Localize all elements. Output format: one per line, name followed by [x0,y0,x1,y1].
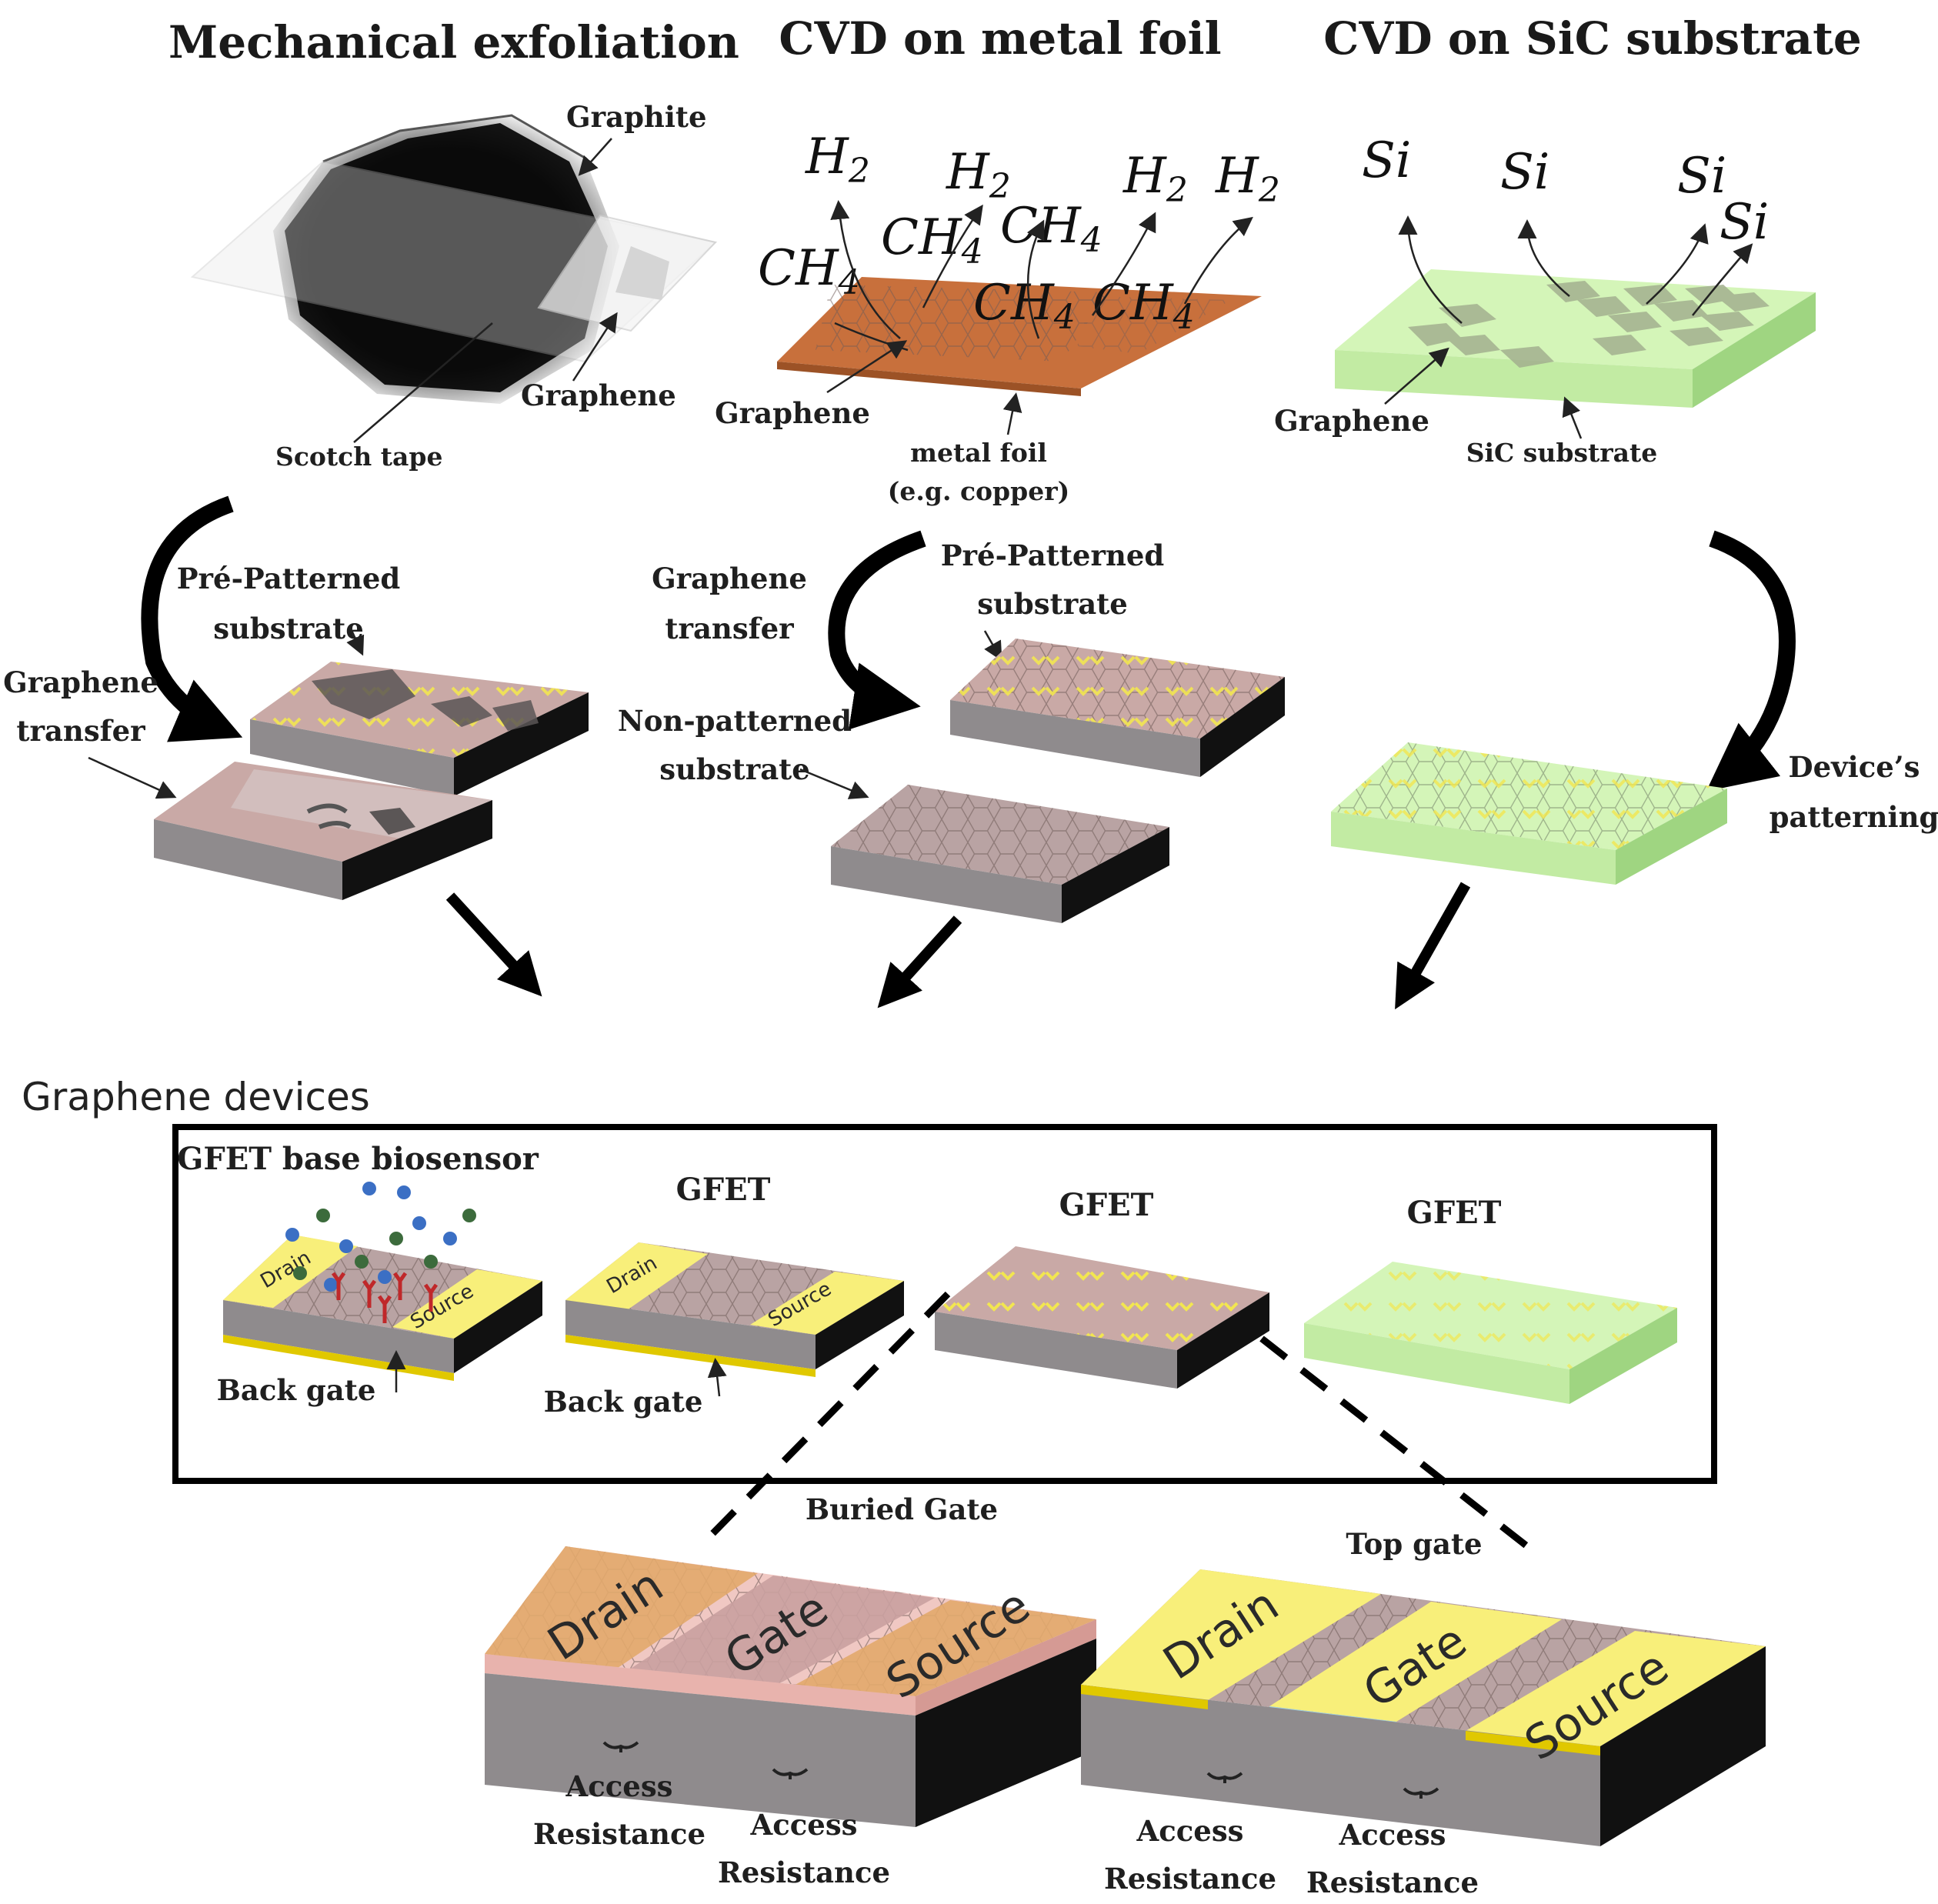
buried-access-1a: Access [565,1769,673,1803]
header-mechanical-exfoliation: Mechanical exfoliation [168,16,739,68]
pointer-scotch-tape [353,322,493,443]
detail-top-gate: Drain Gate Source [1081,1569,1766,1846]
device-gfet-sic [1304,1262,1677,1404]
gas-h2-3: H2 [1122,148,1188,210]
header-cvd-sic: CVD on SiC substrate [1323,12,1862,65]
slab-mech-base [154,762,492,900]
label-nonpatterned-1: Non-patterned [618,704,852,738]
label-back-gate-2: Back gate [544,1385,703,1419]
gas-ch4-2: CH4 [881,209,983,272]
label-patterning-1: Device’s [1789,750,1920,784]
gas-ch4-4: CH4 [973,275,1076,337]
buried-access-2b: Resistance [718,1856,890,1889]
label-prepatterned-mech-2: substrate [213,612,364,645]
label-back-gate-1: Back gate [217,1373,376,1407]
label-transfer-metal-1: Graphene [652,562,807,595]
label-nonpatterned-2: substrate [659,752,810,786]
si-label-3: Si [1677,148,1726,205]
pointer-graphite [578,138,612,176]
pointer-back-gate-2 [707,1358,727,1397]
gas-flow-curves [830,200,1253,352]
label-buried-gate: Buried Gate [806,1492,998,1526]
pointer-graphene-metal [826,340,908,394]
copper-foil [777,277,1262,396]
buried-access-1b: Resistance [533,1817,705,1851]
device-biosensor: Drain Source [223,1182,542,1381]
pointer-prepatterned-metal [983,630,1002,662]
arrow-down-mech [445,892,542,997]
label-graphene-sic: Graphene [1274,404,1429,438]
label-graphene-mech: Graphene [521,378,676,412]
device-gfet-buried [935,1246,1269,1389]
pointer-transfer-mech [88,756,177,799]
gas-ch4-1: CH4 [758,240,860,302]
label-top-gate: Top gate [1346,1527,1482,1561]
title-biosensor: GFET base biosensor [177,1141,539,1177]
scotch-tape [190,160,718,363]
label-patterning-2: patterning [1770,800,1938,834]
label-sic-substrate: SiC substrate [1466,438,1658,468]
arrow-down-metal [877,915,962,1009]
si-label-4: Si [1720,194,1769,251]
label-prepatterned-metal-2: substrate [977,587,1128,621]
pointer-metal-foil [1002,392,1022,435]
label-metal-foil-1: metal foil [910,438,1047,468]
title-gfet-3: GFET [1407,1195,1502,1231]
label-metal-foil-2: (e.g. copper) [888,476,1069,506]
title-gfet-1: GFET [676,1172,771,1208]
title-gfet-2: GFET [1059,1187,1154,1223]
label-prepatterned-metal-1: Pré-Patterned [941,539,1165,572]
pointer-sic-substrate [1562,396,1583,439]
arrow-down-sic [1395,882,1471,1010]
label-transfer-mech-2: transfer [16,714,145,748]
slab-metal-prepatterned [950,639,1285,777]
zoom-line-right [1259,1335,1529,1549]
pointer-graphene-sic [1384,347,1449,405]
label-transfer-metal-2: transfer [665,612,794,645]
pointer-nonpatterned [799,768,869,799]
label-graphite: Graphite [566,100,707,134]
top-access-2a: Access [1339,1818,1446,1852]
si-labels: Si Si Si Si [1362,132,1769,251]
slab-sic-patterned [1331,742,1727,885]
graphite-flake [273,114,619,404]
section-title-devices: Graphene devices [22,1075,370,1119]
curved-arrow-mech [141,495,243,742]
curved-arrow-metal [828,530,926,730]
buried-access-2a: Access [750,1808,858,1842]
curved-arrow-sic [1706,530,1796,792]
gas-ch4-5: CH4 [1092,275,1195,337]
slab-metal-nonpatterned [831,785,1169,923]
gas-ch4-3: CH4 [1000,198,1102,260]
top-access-1b: Resistance [1104,1862,1276,1896]
si-label-1: Si [1362,132,1411,189]
label-transfer-mech-1: Graphene [3,665,158,699]
label-graphene-metal: Graphene [715,396,870,430]
devices-box [172,1124,1717,1484]
zoom-line-left [701,1291,951,1546]
gas-h2-1: H2 [805,128,870,191]
top-access-2b: Resistance [1306,1866,1479,1899]
slab-mech-prepatterned [250,662,589,796]
top-access-1a: Access [1136,1814,1244,1848]
label-scotch-tape: Scotch tape [275,442,442,472]
pointer-prepatterned-mech [346,626,365,656]
si-flow-curves [1398,215,1753,324]
detail-buried-gate: Drain Gate Source [485,1546,1096,1827]
gas-h2-2: H2 [946,144,1011,206]
gas-h2-4: H2 [1215,148,1280,210]
sic-substrate [1335,269,1816,408]
pointer-graphene-mech [572,312,618,382]
si-label-2: Si [1500,144,1549,201]
device-gfet-backgate: Drain Source [565,1242,904,1377]
gas-labels-metal: H2 H2 H2 H2 CH4 CH4 CH4 CH4 CH4 [758,128,1280,337]
label-prepatterned-mech-1: Pré-Patterned [177,562,401,595]
header-cvd-metal-foil: CVD on metal foil [779,12,1221,65]
